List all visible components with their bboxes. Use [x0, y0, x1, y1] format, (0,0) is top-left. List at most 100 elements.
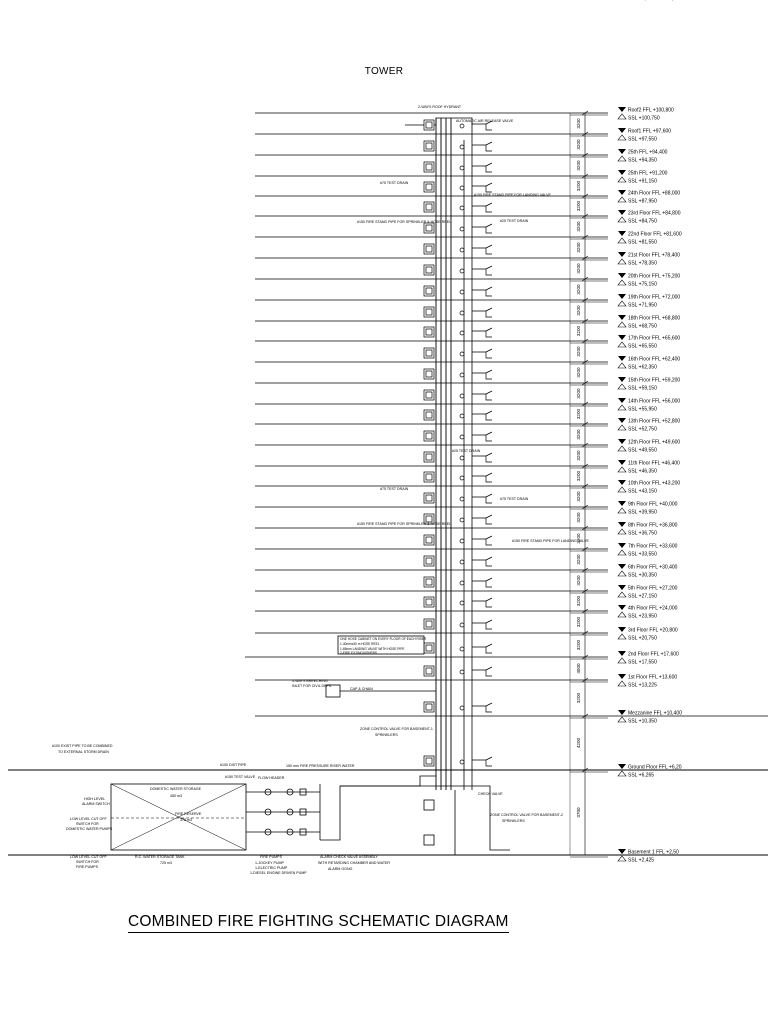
hose-cabinet: [423, 799, 435, 811]
level-ssl-label: SSL +78,350: [628, 261, 657, 267]
annotation-text: #25 TEST DRAIN: [500, 219, 529, 223]
dimension-value: 3200: [576, 388, 581, 399]
dimension-tick: [581, 767, 589, 773]
sprinkler-branch: [472, 372, 492, 380]
sprinkler-branch: [472, 247, 492, 255]
sprinkler-branch: [472, 144, 492, 152]
sprinkler-valve: [459, 165, 465, 171]
ffl-triangle-icon: [618, 149, 626, 154]
dimension-tick: [581, 213, 589, 219]
dimension-value: 3200: [576, 263, 581, 274]
annotation-text: FIRE RESERVE: [175, 812, 202, 816]
hose-reel: [425, 667, 433, 675]
sprinkler-branch-tick: [485, 410, 493, 415]
valve-icon: [286, 828, 294, 836]
dimension-tick: [581, 255, 589, 261]
level-ssl-label: SSL +43,150: [628, 489, 657, 495]
level-ffl-label: 21st Floor FFL +78,400: [628, 253, 680, 259]
hose-reel: [425, 703, 433, 711]
sprinkler-valve: [459, 144, 465, 150]
dimension-tick: [581, 131, 589, 137]
hose-reel: [425, 391, 433, 399]
sprinkler-valve: [459, 669, 465, 675]
sprinkler-valve: [459, 580, 465, 586]
hose-reel: [425, 121, 433, 129]
ffl-triangle-icon: [618, 335, 626, 340]
hose-reel: [425, 142, 433, 150]
dimension-tick: [581, 173, 589, 179]
dimension-value: 3200: [576, 221, 581, 232]
ssl-triangle-icon: [617, 176, 627, 183]
dimension-value: 4000: [576, 663, 581, 674]
pump-icon: [264, 808, 272, 816]
ssl-triangle-icon: [617, 486, 627, 493]
dimension-value: 3200: [576, 533, 581, 544]
level-ffl-label: 17th Floor FFL +65,600: [628, 336, 680, 342]
dimension-value: 3200: [576, 367, 581, 378]
annotation-text: FIRE PUMPS: [76, 865, 99, 869]
dimension-tick: [581, 463, 589, 469]
level-ssl-label: SSL +59,150: [628, 386, 657, 392]
annotation-text: #150 FIRE STAND PIPE FOR LANDING VALVE: [474, 193, 551, 197]
sprinkler-branch: [472, 496, 492, 504]
sprinkler-branch: [472, 123, 492, 131]
hose-reel: [425, 203, 433, 211]
basement-2-zone-line: [340, 785, 510, 851]
hose-reel: [425, 370, 433, 378]
ffl-triangle-icon: [618, 398, 626, 403]
hose-reel: [425, 757, 433, 765]
level-ffl-label: Ground Floor FFL +6,20: [628, 765, 682, 771]
sprinkler-branch: [472, 580, 492, 588]
annotation-text: SPRINKLERS: [502, 819, 525, 823]
sprinkler-branch: [472, 434, 492, 442]
check-valve-icon: [299, 828, 307, 836]
ssl-triangle-icon: [617, 855, 627, 862]
hose-cabinet-note-box: [337, 635, 425, 655]
annotation-text: TO EXTERNAL STORM DRAIN: [58, 750, 109, 754]
ffl-triangle-icon: [618, 522, 626, 527]
annotation-text: #100 EXIST PIPE TO BE COMBINED: [52, 744, 113, 748]
ssl-triangle-icon: [617, 570, 627, 577]
level-ffl-label: Basement 2 FFL +0,70: [628, 0, 679, 2]
ffl-triangle-icon: [618, 543, 626, 548]
annotation-text: 725 m3: [160, 861, 172, 865]
annotation-text: #150 FIRE STAND PIPE FOR SPRINKLER & HOS…: [357, 220, 451, 224]
sprinkler-branch: [472, 205, 492, 213]
ssl-triangle-icon: [617, 404, 627, 411]
sprinkler-valve: [459, 351, 465, 357]
hose-reel: [425, 328, 433, 336]
sprinkler-valve: [459, 123, 465, 129]
sprinkler-branch: [472, 646, 492, 654]
annotation-text: R.C. WATER STORAGE TANK: [135, 855, 185, 859]
level-ffl-label: 7th Floor FFL +33,600: [628, 544, 678, 550]
sprinkler-valve: [459, 372, 465, 378]
level-ffl-label: 16th Floor FFL +62,400: [628, 357, 680, 363]
sprinkler-branches: [472, 120, 493, 767]
dimension-tick: [581, 546, 589, 552]
dimension-tick: [581, 193, 589, 199]
dimension-value: 3200: [576, 180, 581, 191]
dimension-value: 3200: [576, 575, 581, 586]
ssl-triangle-icon: [617, 528, 627, 535]
roof-header-pipe: [405, 117, 473, 126]
level-ffl-label: 19th Floor FFL +72,000: [628, 295, 680, 301]
level-ffl-label: 24th Floor FFL +88,000: [628, 191, 680, 197]
sprinkler-branch-tick: [485, 556, 493, 561]
ssl-triangle-icon: [617, 216, 627, 223]
level-ffl-label: 6th Floor FFL +30,400: [628, 565, 678, 571]
level-ffl-label: 3rd Floor FFL +20,800: [628, 628, 678, 634]
hose-reel: [425, 432, 433, 440]
sprinkler-branch: [472, 268, 492, 276]
annotation-text: SWITCH FOR: [76, 822, 99, 826]
level-ssl-label: SSL +10,350: [628, 719, 657, 725]
